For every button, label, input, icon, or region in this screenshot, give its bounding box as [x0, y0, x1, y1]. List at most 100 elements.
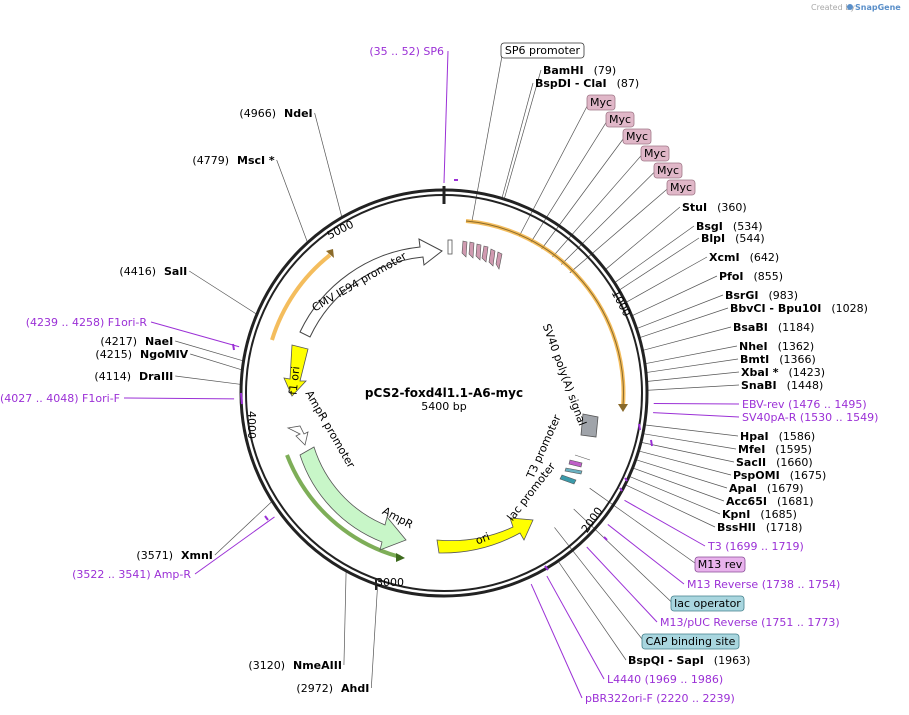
snapgene-logo-icon	[847, 4, 853, 10]
site-name: MscI *	[237, 154, 275, 167]
site-name: NdeI	[284, 107, 313, 120]
site-name: ApaI	[729, 482, 757, 495]
scale-tick-label: 1000	[609, 288, 634, 319]
ampr-promoter-arrow	[286, 425, 309, 446]
site-position: (534)	[733, 220, 763, 233]
site-name: BsaBI	[733, 321, 768, 334]
feature-box-label: Myc	[609, 113, 631, 126]
f1ori-arc	[270, 253, 332, 341]
primer-label: L4440 (1969 .. 1986)	[607, 673, 723, 686]
restriction-site: MscI *(4779)	[192, 154, 275, 167]
scale-tick-label: 5000	[325, 218, 356, 242]
site-position: (4215)	[95, 348, 132, 361]
restriction-site: XcmI(642)	[709, 251, 779, 264]
credit: Created by SnapGene	[811, 3, 901, 12]
primer-labels: (35 .. 52) SP6(4239 .. 4258) F1ori-R(402…	[0, 45, 878, 705]
feature-box	[666, 179, 696, 196]
restriction-site: NmeAIII(3120)	[248, 659, 342, 672]
feature-label: ori	[474, 530, 492, 547]
primer-leader-lines	[123, 50, 740, 699]
site-name: SalI	[164, 265, 187, 278]
site-name: Acc65I	[726, 495, 767, 508]
site-position: (1685)	[760, 508, 797, 521]
ori-arrow	[436, 517, 534, 554]
restriction-site: MfeI(1595)	[738, 443, 812, 456]
site-name: StuI	[682, 201, 707, 214]
plasmid-name: pCS2-foxd4l1.1-A6-myc	[365, 386, 523, 400]
restriction-site: XmnI(3571)	[136, 549, 212, 562]
site-position: (1362)	[778, 340, 815, 353]
scale-tick-label: 4000	[245, 411, 258, 439]
site-position: (1718)	[766, 521, 803, 534]
leader-lines	[175, 50, 740, 689]
restriction-site: BsaBI(1184)	[733, 321, 814, 334]
site-name: BspDI - ClaI	[535, 77, 607, 90]
cmv-promoter-arrow	[299, 238, 443, 338]
site-name: NaeI	[145, 335, 173, 348]
site-position: (2972)	[296, 682, 333, 695]
restriction-site: NgoMIV(4215)	[95, 348, 188, 361]
site-name: BssHII	[717, 521, 756, 534]
credit-text: Created by	[811, 3, 855, 12]
scale-tick-label: 3000	[376, 576, 404, 589]
site-name: BsrGI	[725, 289, 758, 302]
site-name: HpaI	[740, 430, 769, 443]
primer-label: M13 Reverse (1738 .. 1754)	[687, 578, 840, 591]
primer-label: (35 .. 52) SP6	[369, 45, 444, 58]
feature-box-label: lac operator	[674, 597, 741, 610]
restriction-site: BbvCI - Bpu10I(1028)	[730, 302, 868, 315]
feature-box	[641, 633, 740, 650]
restriction-site: BamHI(79)	[543, 64, 616, 77]
site-name: BsgI	[696, 220, 723, 233]
site-name: NheI	[739, 340, 768, 353]
primer-label: pBR322ori-F (2220 .. 2239)	[585, 692, 735, 705]
primer-label: (4239 .. 4258) F1ori-R	[26, 316, 148, 329]
restriction-site: BspDI - ClaI (87)	[535, 77, 639, 90]
site-position: (1675)	[790, 469, 827, 482]
feature-box	[640, 145, 670, 162]
site-position: (1448)	[787, 379, 824, 392]
feature-box-label: CAP binding site	[646, 635, 736, 648]
site-position: (1423)	[788, 366, 825, 379]
site-position: (1681)	[777, 495, 814, 508]
feature-box	[605, 111, 635, 128]
restriction-site: SacII(1660)	[736, 456, 813, 469]
restriction-site: AhdI (2972)	[296, 682, 369, 695]
restriction-site: DraIII (4114)	[94, 370, 173, 383]
feature-box	[653, 162, 683, 179]
restriction-site: SalI (4416)	[119, 265, 187, 278]
restriction-sites: BamHI(79)BspDI - ClaI (87) StuI(360) BsgI (5…	[94, 64, 867, 695]
site-position: (4416)	[119, 265, 156, 278]
site-position: (87)	[617, 77, 640, 90]
site-position: (544)	[735, 232, 765, 245]
ampr-arc	[285, 454, 401, 559]
site-position: (4114)	[94, 370, 131, 383]
site-name: AhdI	[341, 682, 369, 695]
feature-label: SV40 poly(A) signal	[540, 322, 589, 427]
site-name: KpnI	[722, 508, 750, 521]
site-position: (642)	[750, 251, 780, 264]
site-position: (4217)	[100, 335, 137, 348]
orf-arc-core	[465, 220, 624, 407]
feature-box	[586, 94, 616, 111]
site-position: (79)	[594, 64, 617, 77]
site-name: BspQI - SapI	[628, 654, 704, 667]
orf-arc-arrow	[618, 404, 628, 412]
site-name: SnaBI	[741, 379, 777, 392]
restriction-site: BssHII (1718)	[717, 521, 802, 534]
plasmid-length: 5400 bp	[421, 400, 466, 413]
sv40-polya-feature	[580, 413, 599, 438]
site-name: XmnI	[181, 549, 213, 562]
site-position: (1679)	[767, 482, 804, 495]
ampr-arc-arrow	[396, 553, 405, 562]
restriction-site: NheI (1362)	[739, 340, 814, 353]
site-position: (1586)	[779, 430, 816, 443]
restriction-site: PspOMI (1675)	[733, 469, 826, 482]
site-name: DraIII	[139, 370, 173, 383]
site-name: PspOMI	[733, 469, 780, 482]
site-position: (4966)	[239, 107, 276, 120]
restriction-site: StuI(360)	[682, 201, 747, 214]
restriction-site: NaeI (4217)	[100, 335, 173, 348]
site-name: SacII	[736, 456, 766, 469]
site-position: (983)	[768, 289, 798, 302]
